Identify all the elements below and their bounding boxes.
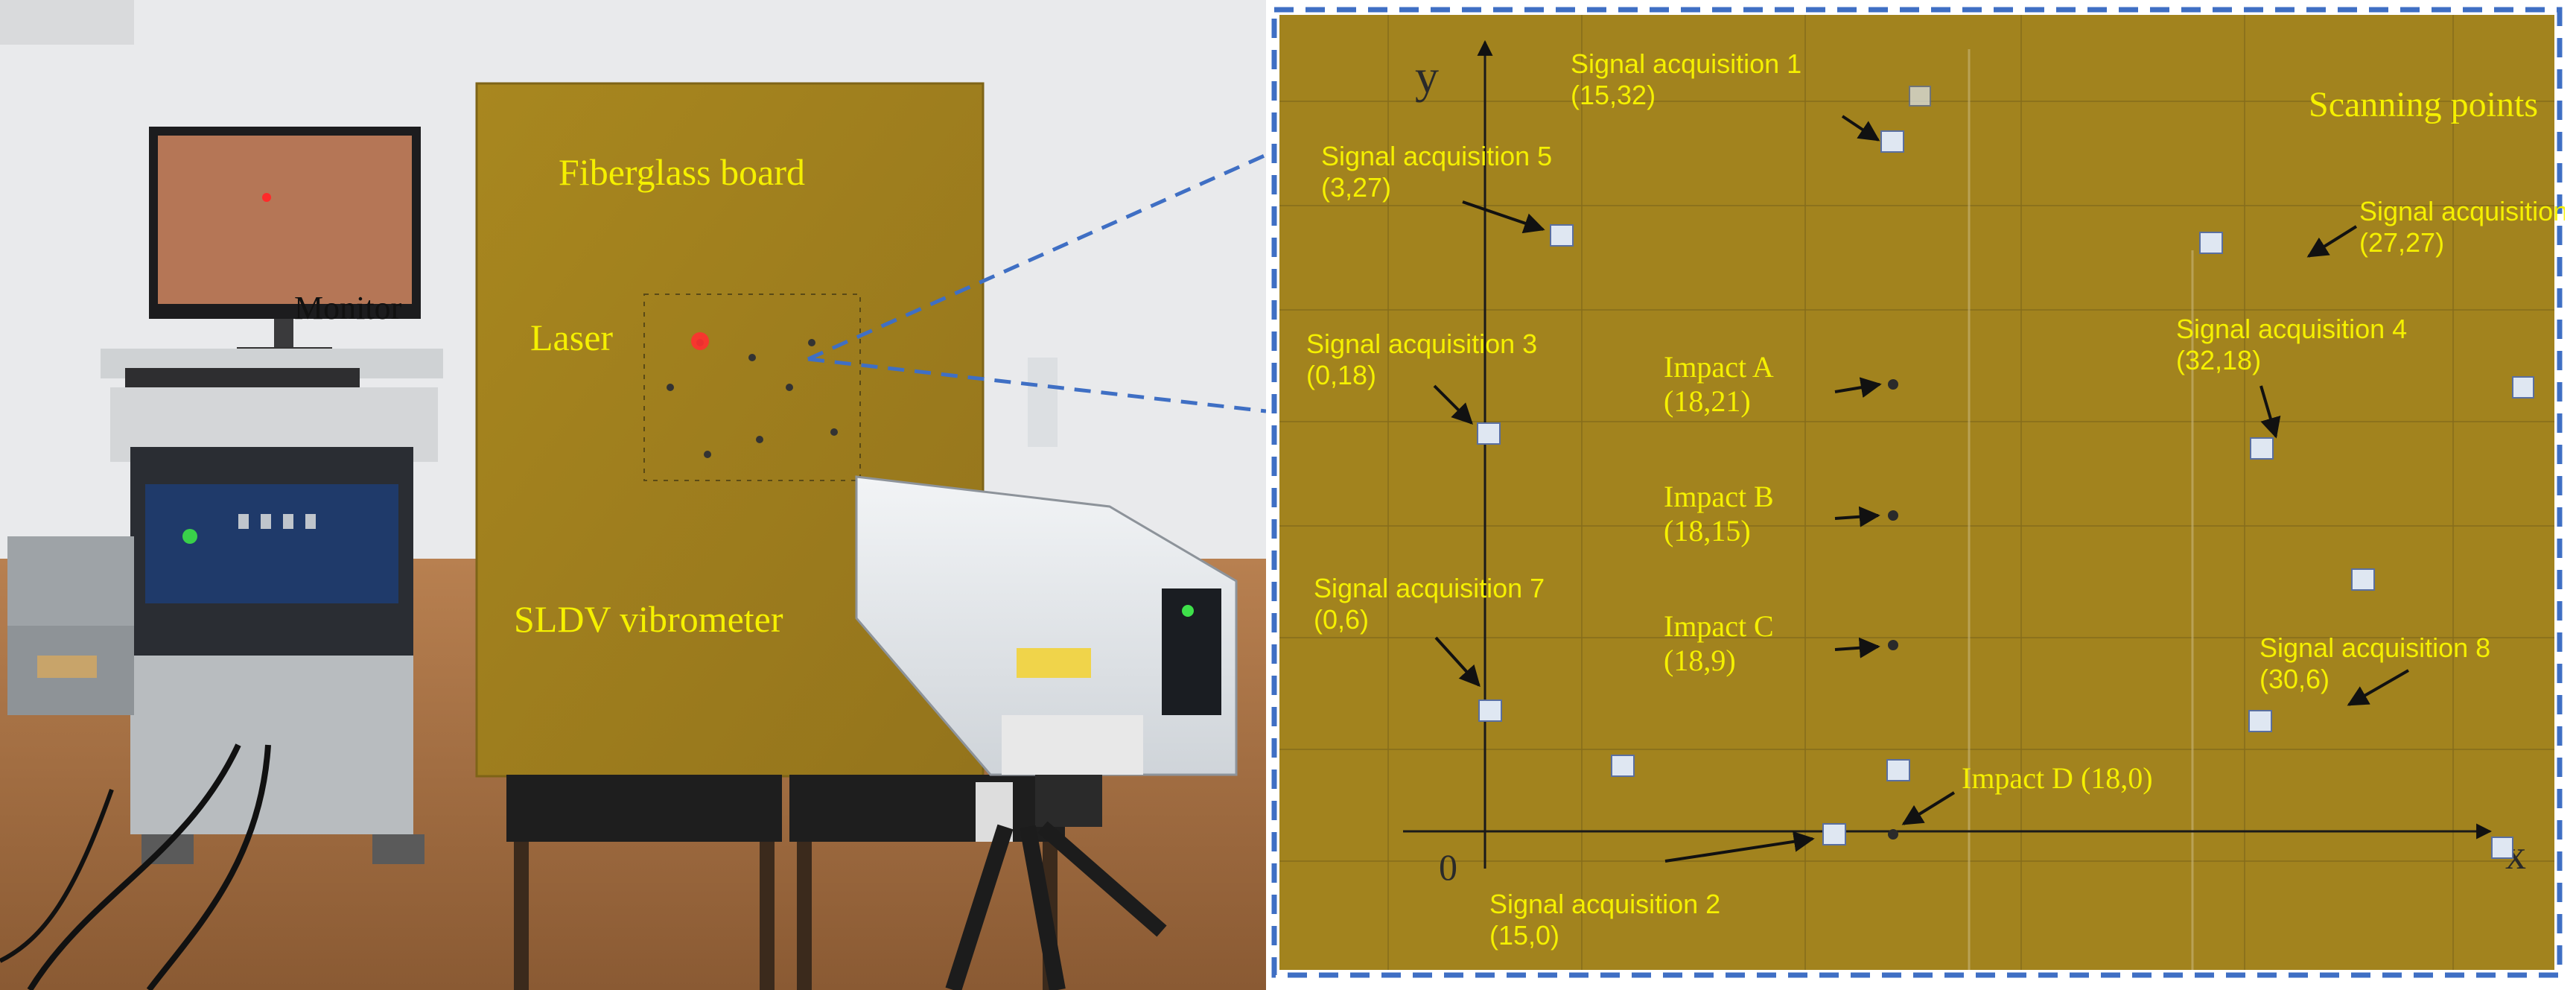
impact-c-coords: (18,9): [1664, 644, 1736, 677]
signal-7-label: Signal acquisition 7: [1314, 573, 1545, 603]
laser-label: Laser: [530, 317, 613, 358]
signal-2-label: Signal acquisition 2: [1489, 889, 1720, 919]
fiberglass-board-label: Fiberglass board: [559, 151, 805, 193]
y-axis-label: y: [1415, 50, 1439, 103]
impact-points: [1888, 379, 1898, 840]
impact-b-label: Impact B: [1664, 480, 1774, 513]
signal-2-coords: (15,0): [1489, 920, 1559, 951]
grid-lines: [1279, 15, 2554, 970]
bench: [506, 775, 1065, 990]
signal-4-label: Signal acquisition 4: [2176, 314, 2407, 344]
sensor-markers: [1477, 86, 2534, 859]
signal-8-coords: (30,6): [2259, 664, 2329, 694]
signal-1-label: Signal acquisition 1: [1571, 48, 1801, 79]
impact-a-coords: (18,21): [1664, 384, 1751, 418]
wall-wiring: [0, 0, 134, 45]
signal-6-label: Signal acquisition 6: [2359, 196, 2565, 226]
signal-4-coords: (32,18): [2176, 345, 2261, 375]
signal-3-coords: (0,18): [1306, 360, 1376, 390]
equipment-rack: [101, 349, 443, 864]
sldv-vibrometer: [855, 358, 1238, 990]
callout-line-top: [807, 153, 1266, 361]
annotation-arrows: [1433, 115, 2409, 863]
monitor-device: [149, 127, 421, 356]
impact-a-label: Impact A: [1664, 350, 1774, 384]
callout-line-bottom: [807, 357, 1266, 413]
signal-5-coords: (3,27): [1321, 172, 1391, 203]
impact-d-label: Impact D (18,0): [1962, 761, 2153, 795]
impact-c-label: Impact C: [1664, 609, 1774, 643]
scanning-points-title: Scanning points: [2309, 85, 2538, 124]
monitor-label: Monitor: [294, 290, 402, 326]
storage-box: [7, 536, 134, 626]
lab-setup-photo: Fiberglass board Monitor Laser SLDV vibr…: [0, 0, 1266, 990]
laser-dot: [691, 332, 709, 350]
signal-3-label: Signal acquisition 3: [1306, 329, 1537, 359]
signal-8-label: Signal acquisition 8: [2259, 632, 2490, 663]
scanning-points-panel: y x 0: [1271, 7, 2565, 978]
sldv-label: SLDV vibrometer: [514, 598, 783, 640]
signal-1-coords: (15,32): [1571, 80, 1656, 110]
impact-b-coords: (18,15): [1664, 514, 1751, 548]
origin-label: 0: [1439, 846, 1457, 888]
callout-border: [1271, 7, 2563, 978]
signal-5-label: Signal acquisition 5: [1321, 141, 1552, 171]
signal-6-coords: (27,27): [2359, 227, 2444, 258]
signal-7-coords: (0,6): [1314, 604, 1369, 635]
